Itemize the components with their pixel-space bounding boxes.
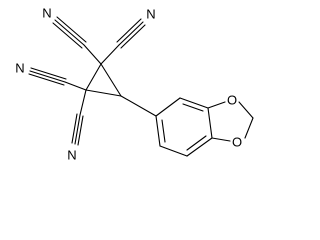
bond-nitrile-2-triple-c — [120, 24, 146, 49]
bond-nitrile-4-triple-c — [71, 113, 78, 144]
bond-dioxole-2 — [238, 101, 254, 119]
bond-benzene-inner-2 — [186, 135, 207, 151]
bond-nitrile-1-triple-b — [56, 16, 87, 43]
bond-nitrile-3-triple-c — [28, 73, 65, 86]
bond-benzene-4 — [186, 137, 213, 157]
bond-dioxole-4 — [211, 137, 231, 142]
bond-cyclopropane-bottom — [85, 89, 122, 97]
bond-nitrile-3-single — [64, 81, 87, 91]
bond-benzene-5 — [159, 145, 188, 157]
bond-benzene-2 — [179, 97, 209, 109]
bond-nitrile-3-triple-b — [30, 67, 67, 80]
bond-dioxole-3 — [244, 117, 254, 139]
atom-n-top-right: N — [146, 7, 155, 22]
bond-nitrile-1-single — [83, 44, 102, 65]
bond-cyclopropane-top-left — [85, 63, 102, 91]
atom-n-left: N — [15, 61, 24, 76]
atom-o-upper: O — [227, 93, 237, 108]
molecule-structure: N N N N O O — [15, 6, 254, 163]
atom-n-bottom: N — [67, 148, 76, 163]
bond-benzene-3 — [207, 107, 213, 139]
bond-nitrile-4-triple-a — [74, 114, 81, 145]
bond-nitrile-2-single — [100, 44, 120, 65]
bond-benzene-1 — [155, 97, 181, 117]
bond-nitrile-4-triple-b — [77, 115, 84, 146]
bond-nitrile-1-triple-c — [52, 22, 83, 49]
bond-nitrile-2-triple-b — [116, 18, 142, 43]
bond-nitrile-3-triple-a — [29, 70, 66, 83]
bond-dioxole-1 — [207, 101, 226, 109]
bond-nitrile-4-single — [79, 89, 87, 116]
atom-o-lower: O — [232, 135, 242, 150]
bond-cyclopropane-top-right — [100, 63, 122, 97]
bond-nitrile-1-triple-a — [54, 19, 85, 46]
bond-aryl-link — [120, 95, 157, 117]
bond-benzene-6 — [155, 115, 161, 147]
atom-n-top-left: N — [42, 6, 51, 21]
bond-nitrile-2-triple-a — [118, 21, 144, 46]
bond-benzene-inner-3 — [161, 119, 166, 143]
bond-benzene-inner-1 — [182, 103, 204, 112]
